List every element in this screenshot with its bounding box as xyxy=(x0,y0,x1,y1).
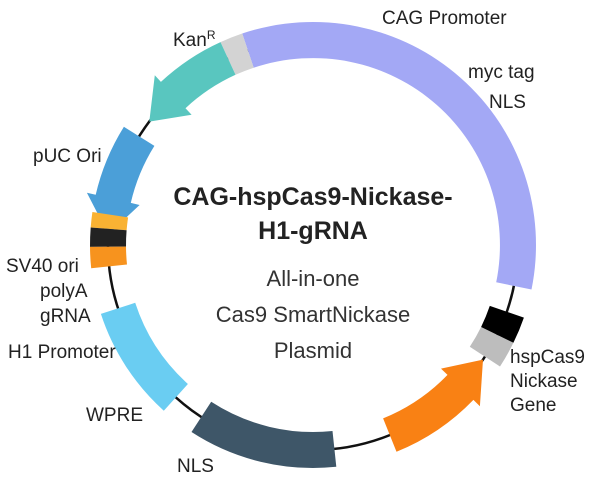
h1-promoter-feature xyxy=(86,126,155,235)
plasmid-subtitle-line3: Plasmid xyxy=(274,338,352,363)
wpre-label: WPRE xyxy=(86,405,143,426)
nls-bottom-label: NLS xyxy=(177,456,214,477)
puc-ori-feature xyxy=(100,302,188,411)
nls-bottom-feature xyxy=(220,33,254,75)
puc-ori-label: pUC Ori xyxy=(33,146,102,167)
plasmid-subtitle-line1: All-in-one xyxy=(267,266,360,291)
grna-label: gRNA xyxy=(40,306,91,327)
plasmid-title-line2: H1-gRNA xyxy=(258,217,368,245)
hspcas9-label-line2: Nickase xyxy=(510,371,578,392)
plasmid-subtitle-line2: Cas9 SmartNickase xyxy=(216,302,410,327)
kanr-feature xyxy=(191,401,337,469)
plasmid-title-line1: CAG-hspCas9-Nickase- xyxy=(173,183,452,211)
kanr-label: KanR xyxy=(173,28,216,51)
myc-tag-feature xyxy=(469,327,514,367)
hspcas9-nickase-feature xyxy=(242,21,536,290)
nls-top-feature xyxy=(481,305,524,343)
hspcas9-label-line1: hspCas9 xyxy=(510,347,585,368)
nls-top-label: NLS xyxy=(489,92,526,113)
myc-tag-label: myc tag xyxy=(468,62,535,83)
cag-promoter-feature xyxy=(383,359,483,452)
sv40-ori-feature xyxy=(90,246,127,269)
h1-promoter-label: H1 Promoter xyxy=(8,342,116,363)
wpre-feature xyxy=(149,42,236,122)
sv40-ori-label: SV40 ori xyxy=(6,256,79,277)
polya-feature xyxy=(89,227,127,247)
cag-promoter-label: CAG Promoter xyxy=(382,8,507,29)
hspcas9-label-line3: Gene xyxy=(510,395,556,416)
grna-feature xyxy=(90,212,129,231)
polya-label: polyA xyxy=(40,281,88,302)
